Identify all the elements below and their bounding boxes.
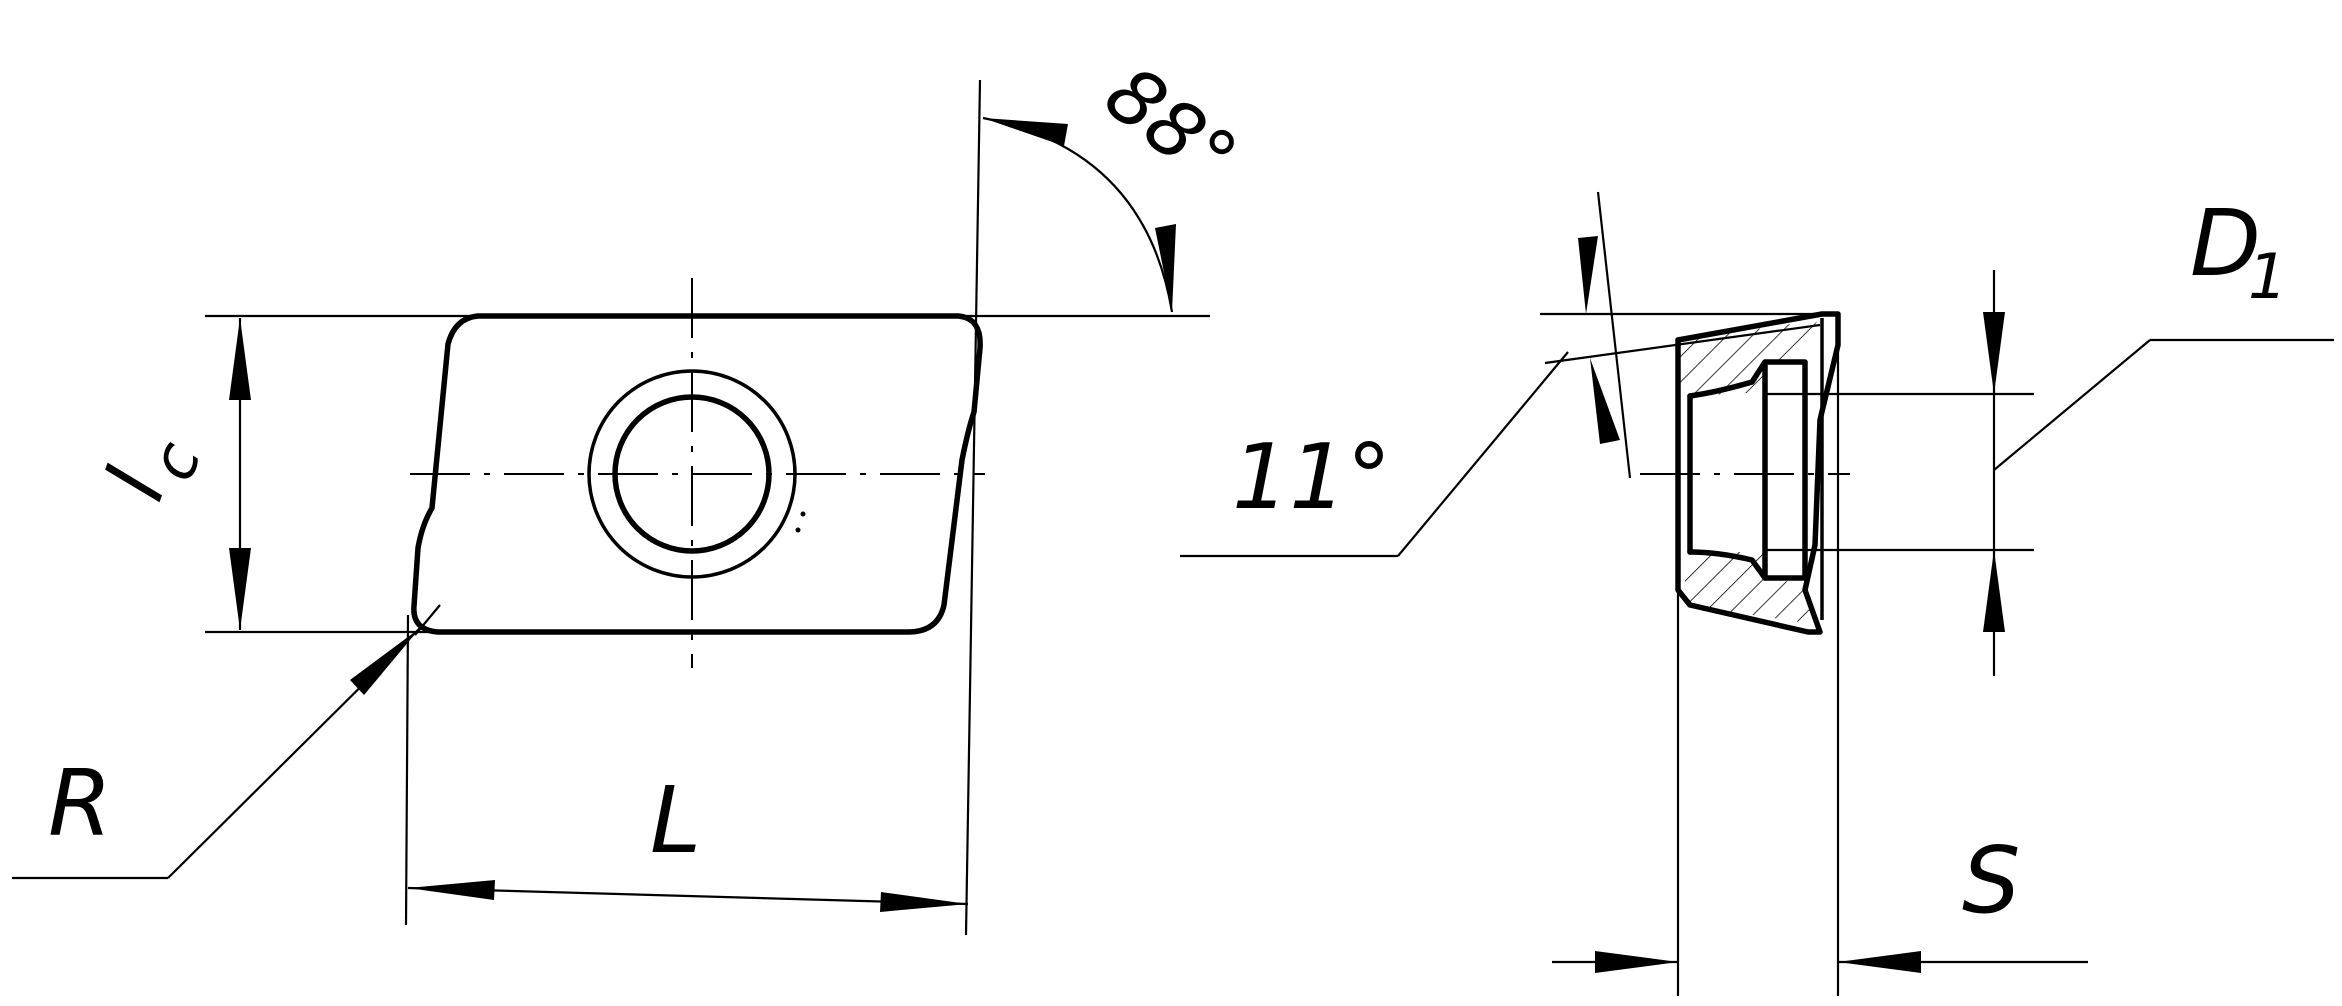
thickness-label: S	[1962, 827, 2020, 934]
arc-line	[1596, 191, 1632, 479]
hole-mark-dot	[800, 511, 806, 517]
arrowhead	[880, 892, 968, 912]
extension-line	[1544, 323, 1821, 365]
angle-88-label: 88°	[1088, 49, 1252, 205]
radius-leader: R	[12, 604, 441, 880]
arrowhead	[229, 318, 251, 400]
section-hatch-bottom	[1682, 552, 1815, 622]
arrowhead	[350, 628, 420, 695]
arrowhead	[1590, 358, 1620, 444]
thickness-dimension: S	[1552, 320, 2088, 996]
angle-11-label: 11°	[1232, 425, 1392, 530]
leader-tick	[414, 604, 441, 636]
extension-line	[404, 614, 410, 926]
leader-line	[1397, 351, 1569, 557]
radius-label: R	[48, 750, 112, 857]
insert-outline	[411, 313, 983, 635]
hole-mark-dot	[795, 527, 801, 533]
arrowhead	[1155, 224, 1176, 312]
d1-subscript: 1	[2248, 240, 2287, 313]
arrowhead	[1595, 951, 1678, 973]
section-outline	[1675, 311, 1841, 635]
arrowhead	[1578, 236, 1598, 314]
section-bore	[1687, 359, 1808, 581]
d1-dimension: D 1	[1765, 190, 2334, 676]
angle-88-dimension: 88°	[965, 49, 1253, 318]
arrowhead	[983, 118, 1068, 146]
front-view	[410, 278, 985, 668]
d1-label: D	[2190, 190, 2261, 297]
side-section-view	[1640, 311, 1850, 635]
leader-line	[1993, 339, 2151, 471]
arrowhead	[229, 548, 251, 630]
arrowhead	[408, 880, 495, 900]
arrowhead	[1983, 550, 2005, 632]
length-dimension: L	[404, 79, 982, 936]
arrowhead	[1983, 312, 2005, 394]
extension-line	[964, 79, 982, 936]
length-label: L	[650, 767, 701, 874]
angle-11-dimension: 11°	[1180, 191, 1822, 558]
arrowhead	[1838, 951, 1921, 973]
dimension-line	[407, 886, 969, 906]
